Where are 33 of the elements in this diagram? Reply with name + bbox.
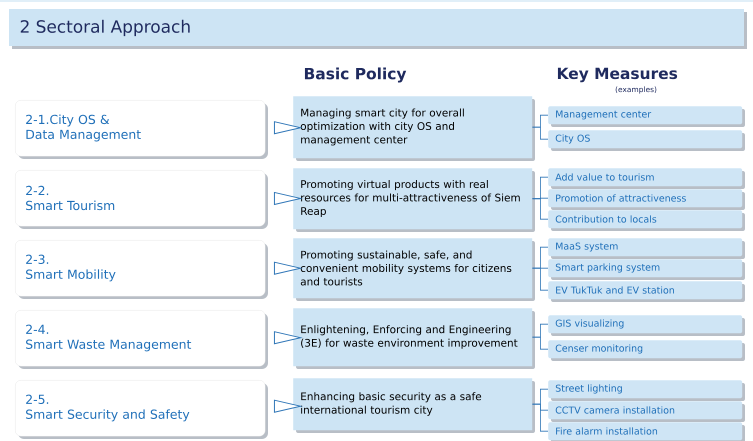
measure-box: Fire alarm installation bbox=[548, 422, 745, 441]
column-heading: Key Measures bbox=[558, 68, 678, 82]
sector-box: 2-5. Smart Security and Safety bbox=[15, 380, 268, 439]
policy-box: Enhancing basic security as a safe international tourism city bbox=[293, 378, 535, 433]
measure-box: Management center bbox=[548, 106, 745, 127]
measure-box: MaaS system bbox=[548, 238, 745, 259]
bracket-connector bbox=[532, 198, 548, 220]
node-label: 2-5. bbox=[26, 394, 48, 404]
measure-box: Street lighting bbox=[548, 380, 745, 401]
node-label: Smart Security and Safety bbox=[26, 409, 190, 422]
measure-box: Add value to tourism bbox=[548, 168, 745, 189]
measure-box: CCTV camera installation bbox=[548, 401, 745, 422]
bracket-connector bbox=[532, 404, 548, 432]
sector-box: 2-3. Smart Mobility bbox=[15, 240, 268, 299]
measure-box: EV TukTuk and EV station bbox=[548, 281, 745, 302]
measure-box: City OS bbox=[548, 130, 745, 151]
policy-box: Promoting virtual products with real resources for multi-attractiveness of Siem Reap bbox=[293, 168, 535, 232]
measure-box: Promotion of attractiveness bbox=[548, 189, 745, 210]
bracket-connector bbox=[532, 126, 548, 140]
measure-box: Smart parking system bbox=[548, 259, 745, 280]
policy-box: Enlightening, Enforcing and Engineering (3E) for waste environment improvement bbox=[293, 308, 535, 369]
measure-box: Censer monitoring bbox=[548, 340, 745, 361]
policy-box: Promoting sustainable, safe, and convenient mobility systems for citizens and tourists bbox=[293, 238, 535, 301]
sector-box: 2-2. Smart Tourism bbox=[15, 170, 268, 229]
sector-box: 2-1.City OS & Data Management bbox=[15, 100, 268, 159]
policy-box: Managing smart city for overall optimization with city OS and management center bbox=[293, 96, 535, 161]
sector-box: 2-4. Smart Waste Management bbox=[15, 310, 268, 369]
measure-box: Contribution to locals bbox=[548, 210, 745, 231]
bracket-connector bbox=[532, 268, 548, 291]
column-heading: Basic Policy bbox=[304, 67, 406, 83]
bracket-connector bbox=[532, 336, 548, 350]
title-band: 2 Sectoral Approach bbox=[9, 9, 747, 49]
measure-box: GIS visualizing bbox=[548, 315, 745, 336]
